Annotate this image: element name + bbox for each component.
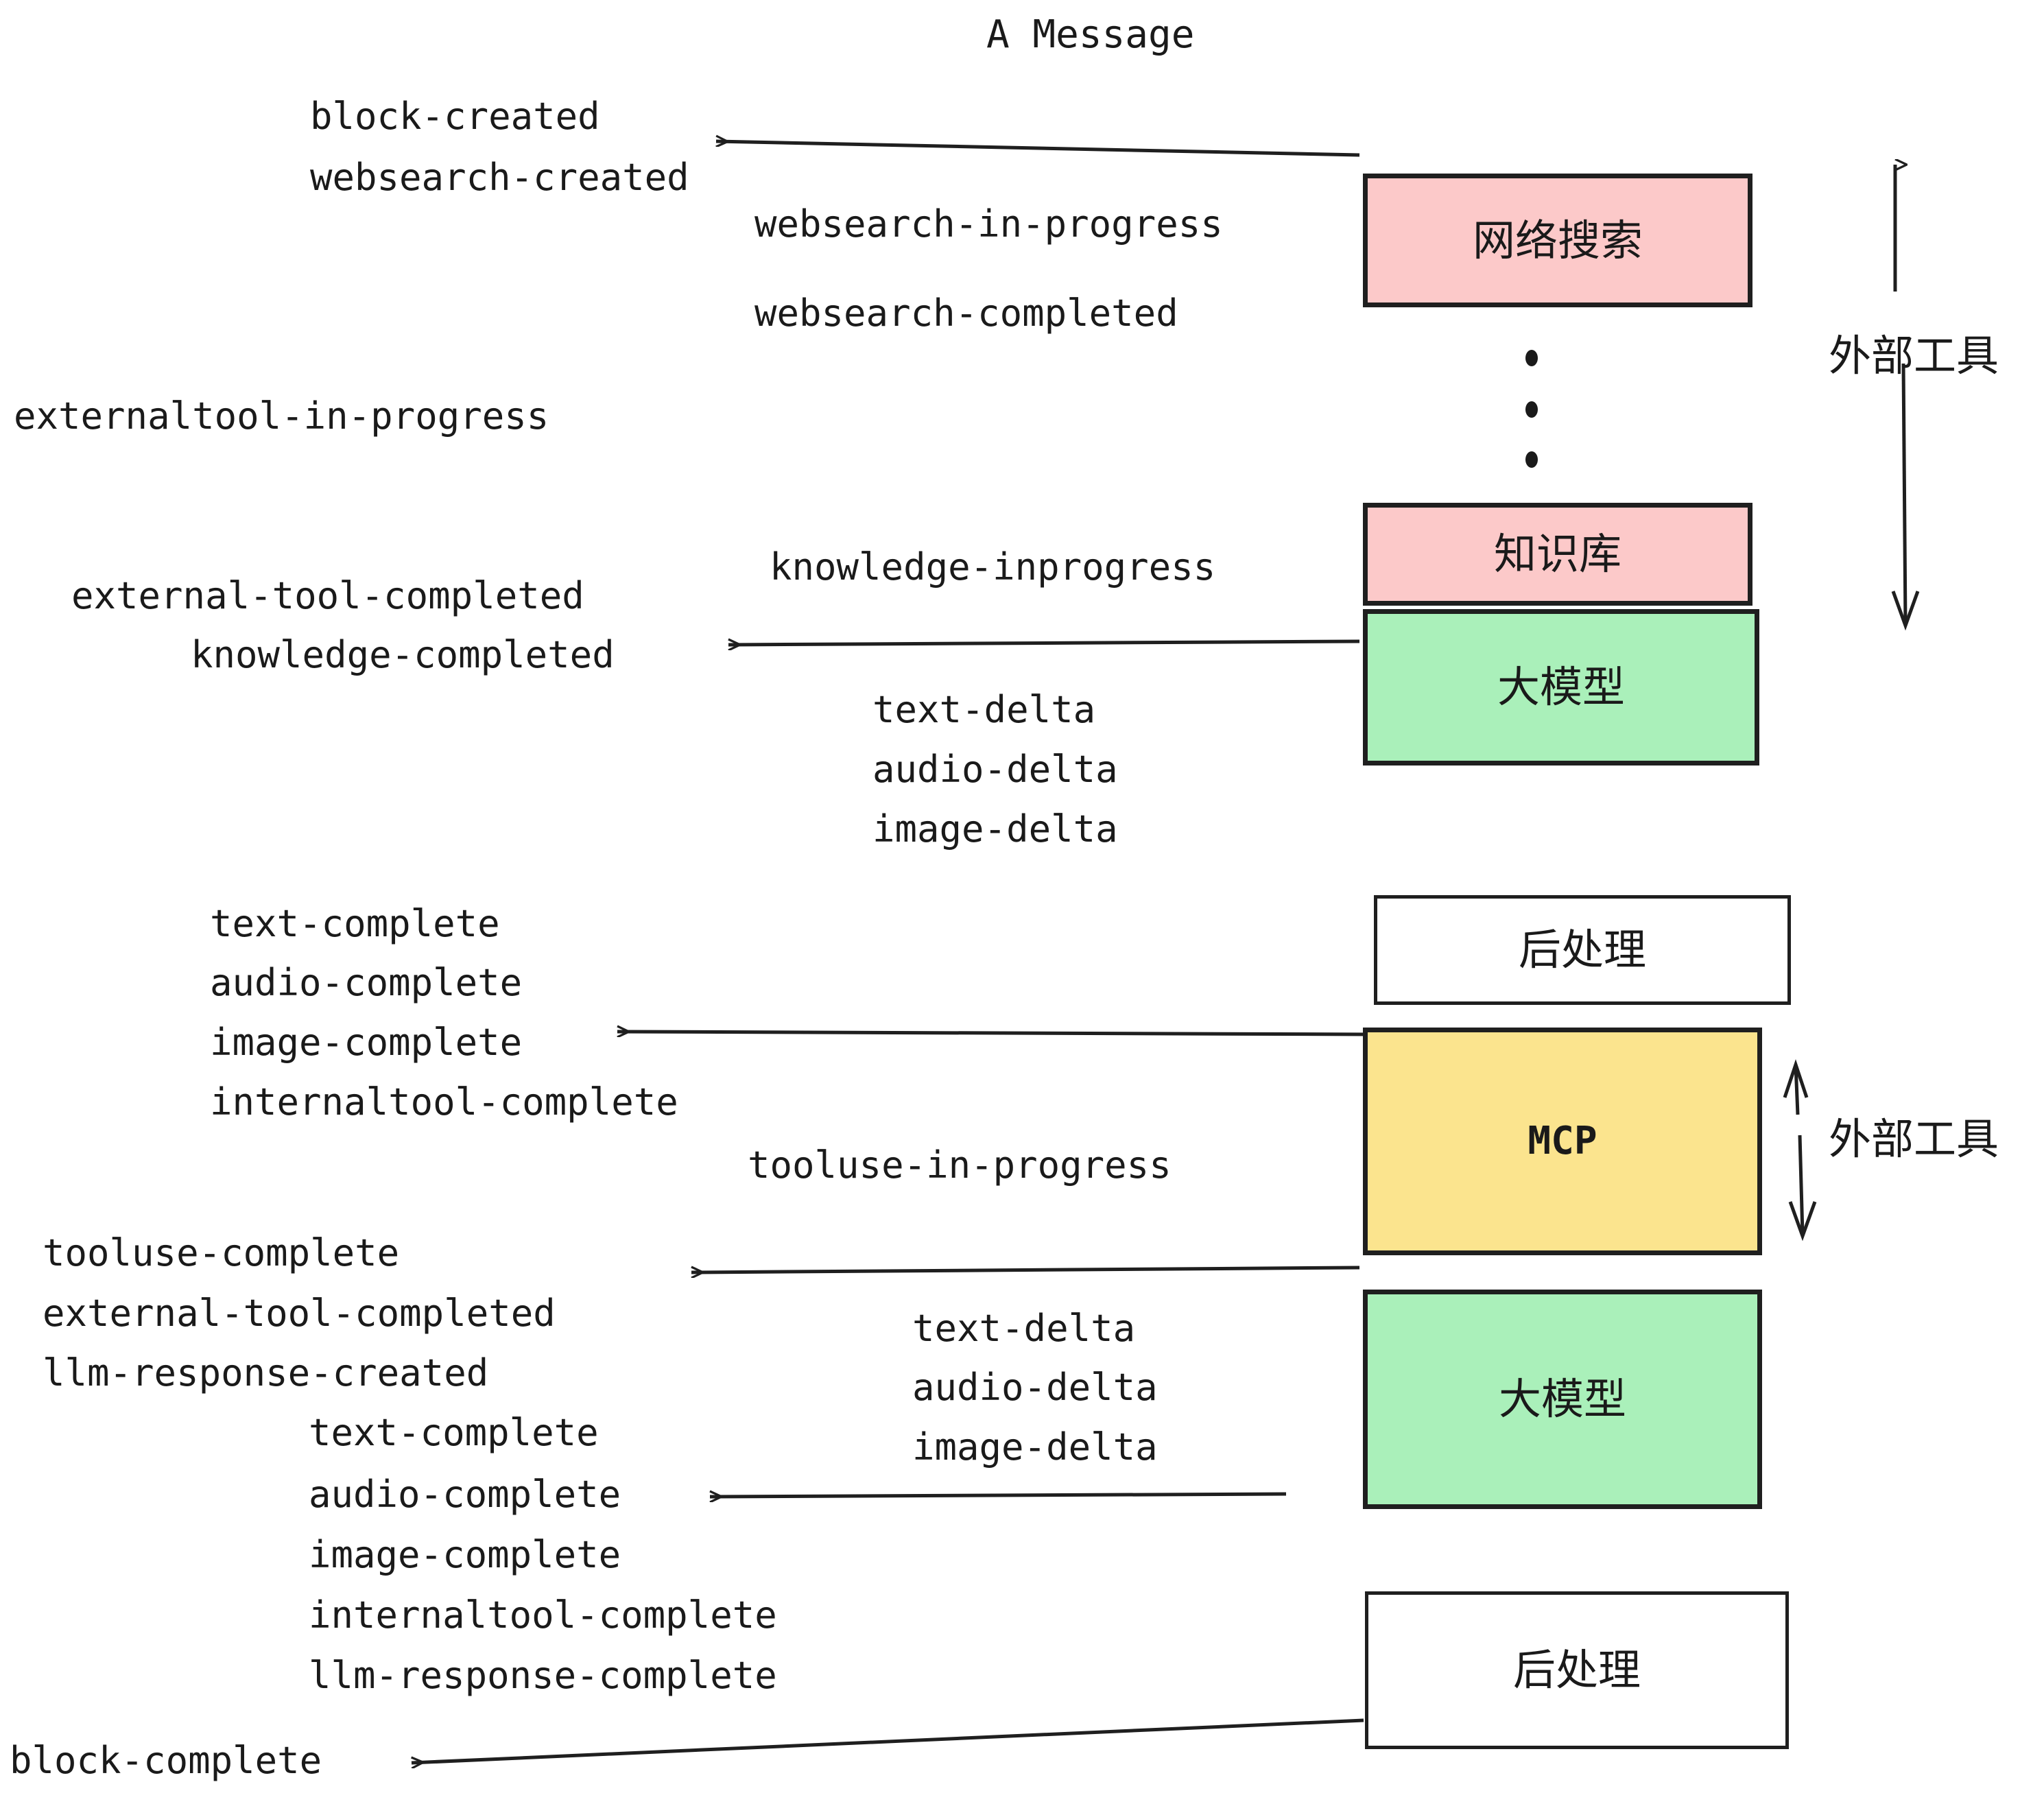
event-image-delta-2: image-delta: [912, 1425, 1158, 1469]
arrow-block-created: [716, 141, 1360, 157]
event-external-tool-completed-2: external-tool-completed: [43, 1292, 556, 1335]
box-knowledge-base-label: 知识库: [1493, 529, 1621, 579]
event-internaltool-complete-2: internaltool-complete: [309, 1593, 777, 1637]
event-websearch-in-progress: websearch-in-progress: [754, 202, 1223, 246]
event-externaltool-in-progress: externaltool-in-progress: [14, 394, 549, 438]
event-audio-complete-1: audio-complete: [210, 961, 523, 1004]
external-tools-label-top: 外部工具: [1829, 331, 1999, 381]
arrow-block-complete: [412, 1718, 1364, 1763]
ellipsis-dot-3: [1525, 451, 1538, 468]
box-mcp[interactable]: MCP: [1363, 1028, 1762, 1255]
event-text-delta-2: text-delta: [912, 1307, 1136, 1350]
event-llm-response-complete: llm-response-complete: [309, 1654, 777, 1697]
event-text-complete-2: text-complete: [309, 1411, 599, 1454]
event-tooluse-complete: tooluse-complete: [43, 1231, 400, 1274]
event-audio-complete-2: audio-complete: [309, 1473, 621, 1516]
box-large-model-2[interactable]: 大模型: [1363, 1290, 1762, 1509]
external-tools-label-bottom: 外部工具: [1829, 1114, 1999, 1164]
arrow-audio-complete: [710, 1494, 1287, 1497]
box-web-search-label: 网络搜索: [1472, 215, 1643, 265]
arrow-tooluse-complete: [691, 1266, 1360, 1272]
event-image-complete-1: image-complete: [210, 1021, 523, 1064]
external-tools-bracket-top: [1891, 165, 1920, 631]
arrow-knowledge-completed: [728, 641, 1360, 645]
box-knowledge-base[interactable]: 知识库: [1363, 503, 1752, 606]
box-post-process-1-label: 后处理: [1518, 925, 1646, 975]
ellipsis-dot-1: [1525, 350, 1538, 366]
box-post-process-1[interactable]: 后处理: [1374, 895, 1791, 1005]
event-llm-response-created: llm-response-created: [43, 1351, 489, 1394]
event-knowledge-inprogress: knowledge-inprogress: [770, 545, 1216, 589]
event-external-tool-completed-1: external-tool-completed: [71, 574, 584, 617]
event-audio-delta-1: audio-delta: [872, 748, 1118, 791]
external-tools-bracket-bottom: [1783, 1059, 1817, 1242]
page-title: A Message: [986, 12, 1195, 57]
event-tooluse-in-progress: tooluse-in-progress: [748, 1143, 1172, 1187]
event-knowledge-completed: knowledge-completed: [191, 633, 615, 676]
event-image-complete-2: image-complete: [309, 1533, 621, 1576]
event-image-delta-1: image-delta: [872, 807, 1118, 851]
box-large-model-1[interactable]: 大模型: [1363, 609, 1759, 765]
box-large-model-1-label: 大模型: [1497, 662, 1625, 712]
box-post-process-2-label: 后处理: [1512, 1645, 1641, 1695]
event-text-complete-1: text-complete: [210, 902, 500, 945]
event-block-complete: block-complete: [10, 1739, 322, 1782]
arrow-image-complete: [617, 1032, 1371, 1034]
box-web-search[interactable]: 网络搜索: [1363, 174, 1752, 307]
box-mcp-label: MCP: [1528, 1119, 1597, 1163]
event-websearch-completed: websearch-completed: [754, 292, 1178, 335]
event-internaltool-complete-1: internaltool-complete: [210, 1080, 678, 1124]
event-block-created: block-created: [310, 95, 600, 138]
box-post-process-2[interactable]: 后处理: [1365, 1591, 1789, 1749]
event-text-delta-1: text-delta: [872, 688, 1096, 731]
event-audio-delta-2: audio-delta: [912, 1366, 1158, 1409]
event-websearch-created: websearch-created: [310, 156, 689, 199]
ellipsis-dot-2: [1525, 401, 1538, 418]
box-large-model-2-label: 大模型: [1498, 1374, 1626, 1424]
